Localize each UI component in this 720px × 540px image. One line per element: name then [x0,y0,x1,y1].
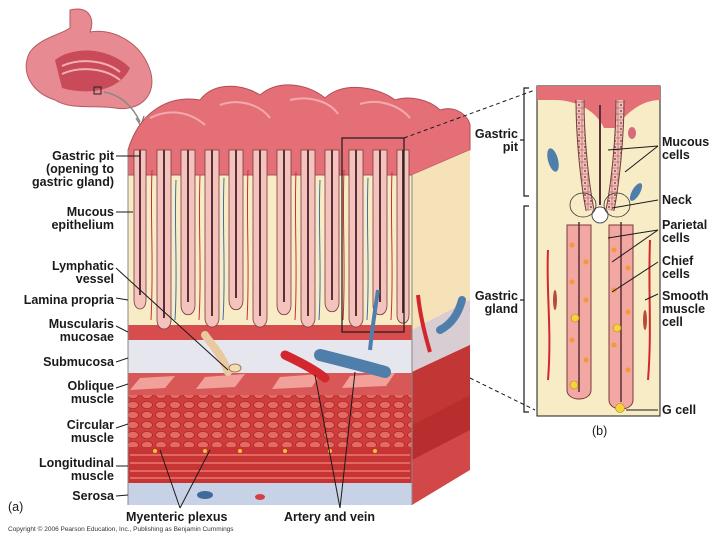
label-lamina-propria: Lamina propria [2,294,114,307]
label-mucous-epithelium: Mucous epithelium [22,206,114,232]
label-muscularis-mucosae: Muscularis mucosae [22,318,114,344]
label-gastric-pit: Gastric pit (opening to gastric gland) [22,150,114,189]
label-parietal-cells: Parietal cells [662,219,707,245]
label-artery-and-vein: Artery and vein [284,511,375,524]
label-longitudinal-muscle: Longitudinal muscle [12,457,114,483]
label-serosa: Serosa [22,490,114,503]
label-submucosa: Submucosa [22,356,114,369]
circular-muscle [128,395,412,447]
label-smooth-muscle-cell: Smooth muscle cell [662,290,709,329]
label-lymphatic-vessel: Lymphatic vessel [22,260,114,286]
label-chief-cells: Chief cells [662,255,693,281]
label-myenteric-plexus: Myenteric plexus [126,511,227,524]
label-g-cell: G cell [662,404,696,417]
label-neck: Neck [662,194,692,207]
region-brackets [520,88,529,412]
stomach-icon [26,9,152,126]
gland-closeup [537,86,660,416]
label-mucous-cells: Mucous cells [662,136,709,162]
stomach-wall-block [128,85,470,505]
label-gastric-gland-b: Gastric gland [448,290,518,316]
panel-tag-b: (b) [592,424,607,438]
label-circular-muscle: Circular muscle [22,419,114,445]
label-gastric-pit-b: Gastric pit [448,128,518,154]
panel-tag-a: (a) [8,500,23,514]
copyright-notice: Copyright © 2006 Pearson Education, Inc.… [8,526,234,533]
label-oblique-muscle: Oblique muscle [22,380,114,406]
serosa [128,483,412,505]
